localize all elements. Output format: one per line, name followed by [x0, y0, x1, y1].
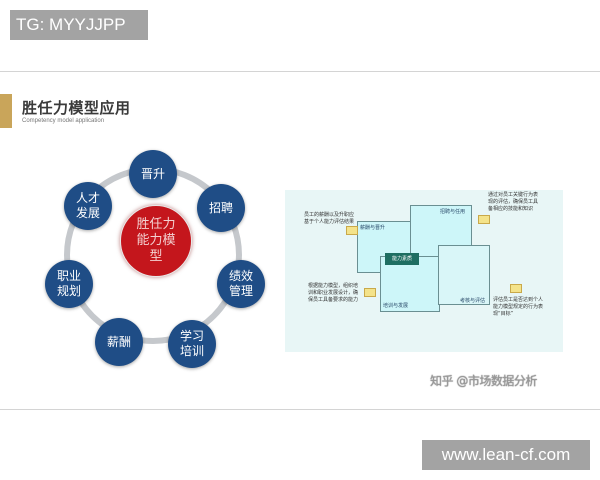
- tg-label: TG: MYYJJPP: [10, 10, 148, 40]
- section-accent-bar: [0, 94, 12, 128]
- wheel-node-performance: 绩效管理: [217, 260, 265, 308]
- wheel-node-promotion: 晋升: [129, 150, 177, 198]
- note-assessment: 评估员工是否达到个人能力模型规定的行为表现“目标”: [493, 297, 544, 317]
- core-competency-label: 能力素质: [385, 253, 419, 265]
- arrow-icon: [478, 215, 490, 224]
- top-divider: [0, 71, 600, 72]
- wheel-center: 胜任力能力模型: [120, 205, 192, 277]
- arrow-icon: [364, 288, 376, 297]
- arrow-icon: [510, 284, 522, 293]
- wheel-node-recruitment: 招聘: [197, 184, 245, 232]
- box-label-recruitment: 招聘与任用: [440, 209, 466, 215]
- wheel-node-career: 职业规划: [45, 260, 93, 308]
- wheel-node-talent: 人才发展: [64, 182, 112, 230]
- box-label-training: 培训与发展: [383, 303, 409, 309]
- box-label-assessment: 考核与评估: [460, 298, 486, 304]
- box-assessment: [438, 245, 490, 305]
- note-recruitment: 通过对员工关键行为表现的评估，确保员工具备相应的技能和知识: [488, 192, 539, 212]
- wheel-node-training: 学习培训: [168, 320, 216, 368]
- note-compensation: 员工的薪酬以及升职应基于个人能力评估结果: [304, 212, 355, 225]
- box-label-compensation: 薪酬与晋升: [360, 225, 386, 231]
- note-training: 根据能力模型，组织培训和职业发展设计，确保员工具备要求的能力: [308, 283, 359, 303]
- arrow-icon: [346, 226, 358, 235]
- site-label: www.lean-cf.com: [422, 440, 590, 470]
- section-title: 胜任力模型应用: [22, 99, 131, 117]
- bottom-divider: [0, 409, 600, 410]
- watermark: 知乎 @市场数据分析: [430, 374, 537, 388]
- section-subtitle: Competency model application: [22, 118, 105, 124]
- wheel-node-compensation: 薪酬: [95, 318, 143, 366]
